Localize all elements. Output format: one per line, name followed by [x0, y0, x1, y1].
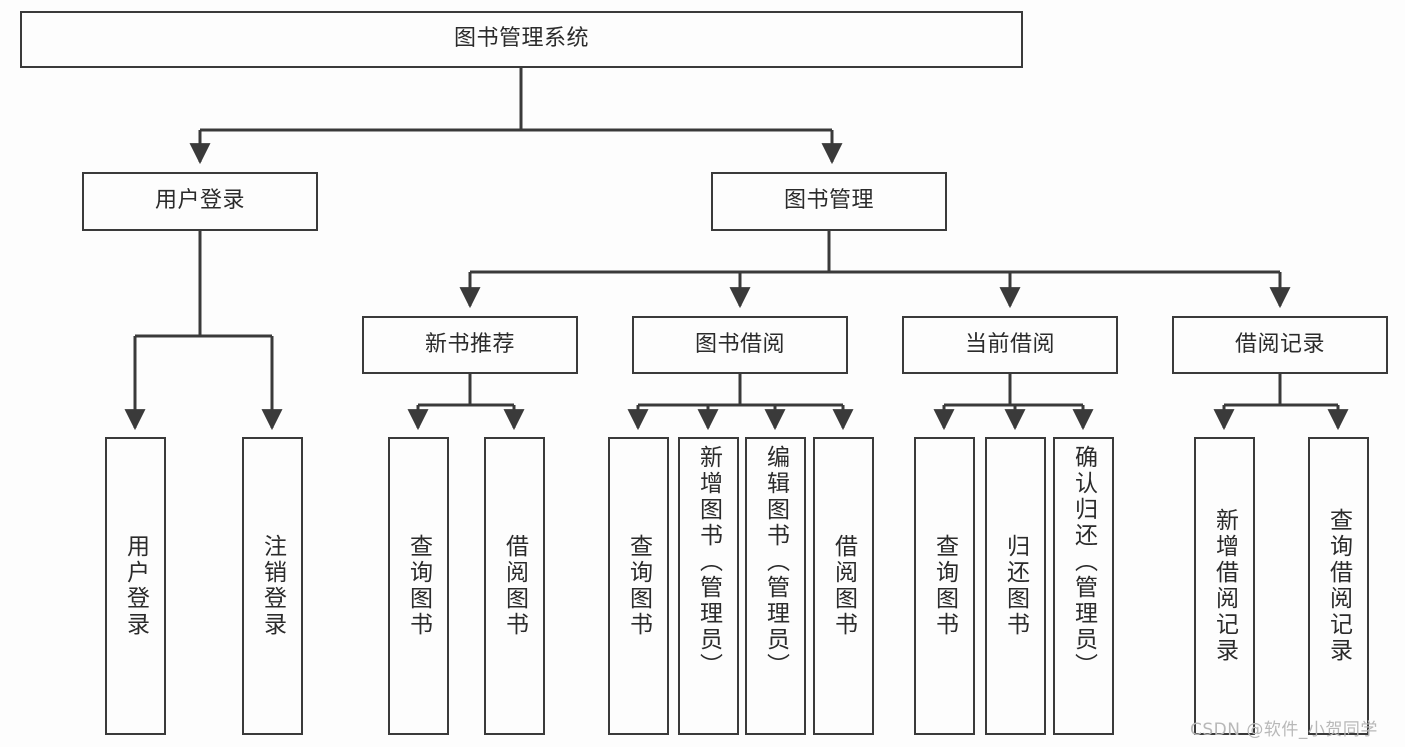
node-leaf-query-book-borrow-label: 查询图书	[625, 534, 652, 638]
node-leaf-query-book-recommend[interactable]: 查询图书	[388, 437, 449, 735]
node-leaf-return-book[interactable]: 归还图书	[985, 437, 1046, 735]
csdn-watermark: CSDN @软件_小贺同学	[1190, 720, 1378, 740]
node-leaf-user-logout-label: 注销登录	[259, 534, 286, 638]
node-leaf-borrow-book-recommend-label: 借阅图书	[501, 534, 528, 638]
node-leaf-query-borrow-record-label: 查询借阅记录	[1325, 508, 1352, 664]
node-leaf-edit-book-admin-label: 编辑图书（管理员）	[762, 445, 789, 679]
node-user-login[interactable]: 用户登录	[82, 172, 318, 231]
node-book-borrow-label: 图书借阅	[694, 331, 785, 357]
node-root-label: 图书管理系统	[453, 26, 589, 52]
node-leaf-borrow-book-recommend[interactable]: 借阅图书	[484, 437, 545, 735]
node-leaf-query-book-current-label: 查询图书	[931, 534, 958, 638]
node-current-borrow[interactable]: 当前借阅	[902, 316, 1118, 374]
node-leaf-user-login-label: 用户登录	[122, 534, 149, 638]
node-leaf-query-borrow-record[interactable]: 查询借阅记录	[1308, 437, 1369, 735]
node-leaf-edit-book-admin[interactable]: 编辑图书（管理员）	[745, 437, 806, 735]
node-leaf-query-book-borrow[interactable]: 查询图书	[608, 437, 669, 735]
node-user-login-label: 用户登录	[154, 188, 245, 214]
node-root[interactable]: 图书管理系统	[20, 11, 1023, 68]
node-new-book-recommend[interactable]: 新书推荐	[362, 316, 578, 374]
node-new-book-recommend-label: 新书推荐	[424, 331, 515, 357]
node-leaf-confirm-return-admin[interactable]: 确认归还（管理员）	[1053, 437, 1114, 735]
node-leaf-add-borrow-record-label: 新增借阅记录	[1211, 508, 1238, 664]
node-book-manage[interactable]: 图书管理	[711, 172, 947, 231]
node-borrow-record[interactable]: 借阅记录	[1172, 316, 1388, 374]
node-leaf-query-book-recommend-label: 查询图书	[405, 534, 432, 638]
node-book-manage-label: 图书管理	[783, 188, 874, 214]
node-leaf-borrow-book[interactable]: 借阅图书	[813, 437, 874, 735]
node-leaf-add-book-admin-label: 新增图书（管理员）	[695, 445, 722, 679]
node-leaf-add-borrow-record[interactable]: 新增借阅记录	[1194, 437, 1255, 735]
node-current-borrow-label: 当前借阅	[964, 331, 1055, 357]
node-leaf-user-login[interactable]: 用户登录	[105, 437, 166, 735]
node-leaf-user-logout[interactable]: 注销登录	[242, 437, 303, 735]
node-leaf-add-book-admin[interactable]: 新增图书（管理员）	[678, 437, 739, 735]
node-book-borrow[interactable]: 图书借阅	[632, 316, 848, 374]
node-borrow-record-label: 借阅记录	[1234, 331, 1325, 357]
node-leaf-confirm-return-admin-label: 确认归还（管理员）	[1070, 445, 1097, 679]
node-leaf-borrow-book-label: 借阅图书	[830, 534, 857, 638]
node-leaf-query-book-current[interactable]: 查询图书	[914, 437, 975, 735]
node-leaf-return-book-label: 归还图书	[1002, 534, 1029, 638]
